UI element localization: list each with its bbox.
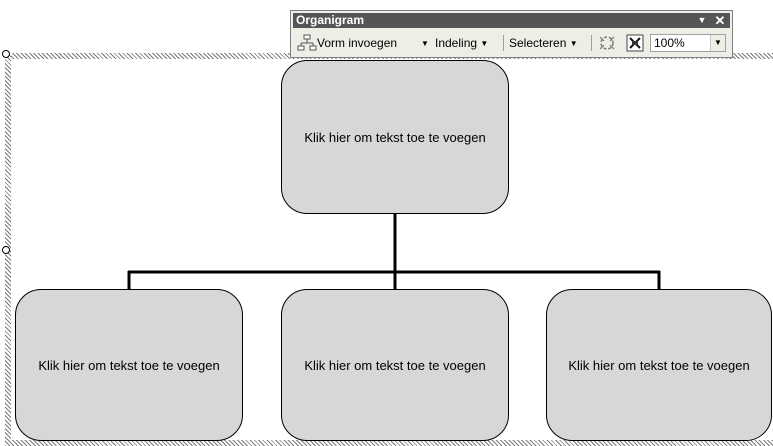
org-box-child-center[interactable]: Klik hier om tekst toe te voegen <box>281 289 509 441</box>
toolbar-buttons-row: Vorm invoegen ▼ Indeling ▼ Selecteren ▼ <box>293 31 730 55</box>
org-box-top-text: Klik hier om tekst toe te voegen <box>304 129 486 145</box>
zoom-value: 100% <box>654 36 685 50</box>
toolbar-options-arrow-icon[interactable]: ▼ <box>697 15 707 25</box>
org-box-child-right[interactable]: Klik hier om tekst toe te voegen <box>546 289 772 441</box>
select-label: Selecteren <box>509 36 567 50</box>
fit-text-icon[interactable] <box>626 34 644 52</box>
canvas-border-bottom[interactable] <box>5 440 773 446</box>
toolbar-separator <box>503 35 504 51</box>
insert-shape-label: Vorm invoegen <box>317 36 398 50</box>
close-icon[interactable]: ✕ <box>714 13 726 28</box>
org-box-child-right-text: Klik hier om tekst toe te voegen <box>568 357 750 373</box>
layout-button[interactable]: Indeling ▼ <box>435 34 488 52</box>
insert-shape-dropdown-arrow[interactable]: ▼ <box>420 34 430 52</box>
chevron-down-icon[interactable]: ▼ <box>710 35 725 51</box>
chevron-down-icon: ▼ <box>569 39 578 48</box>
org-box-child-left[interactable]: Klik hier om tekst toe te voegen <box>15 289 243 441</box>
toolbar-title: Organigram <box>296 13 365 27</box>
toolbar-separator <box>591 35 592 51</box>
toolbar-titlebar[interactable]: Organigram ▼ ✕ <box>293 13 730 28</box>
resize-handle-top-left[interactable] <box>2 50 10 58</box>
organigram-toolbar[interactable]: Organigram ▼ ✕ Vorm invoegen ▼ Indeling … <box>290 10 733 58</box>
org-box-child-center-text: Klik hier om tekst toe te voegen <box>304 357 486 373</box>
org-box-child-left-text: Klik hier om tekst toe te voegen <box>38 357 220 373</box>
org-chart-insert-icon[interactable] <box>297 33 317 53</box>
chevron-down-icon: ▼ <box>421 39 429 48</box>
chevron-down-icon: ▼ <box>480 39 489 48</box>
select-button[interactable]: Selecteren ▼ <box>509 34 578 52</box>
resize-handle-mid-left[interactable] <box>2 246 10 254</box>
layout-label: Indeling <box>435 36 478 50</box>
insert-shape-button[interactable]: Vorm invoegen <box>317 34 397 52</box>
zoom-select[interactable]: 100% ▼ <box>650 34 726 52</box>
org-box-top[interactable]: Klik hier om tekst toe te voegen <box>281 60 509 214</box>
autoformat-icon[interactable] <box>596 33 618 53</box>
